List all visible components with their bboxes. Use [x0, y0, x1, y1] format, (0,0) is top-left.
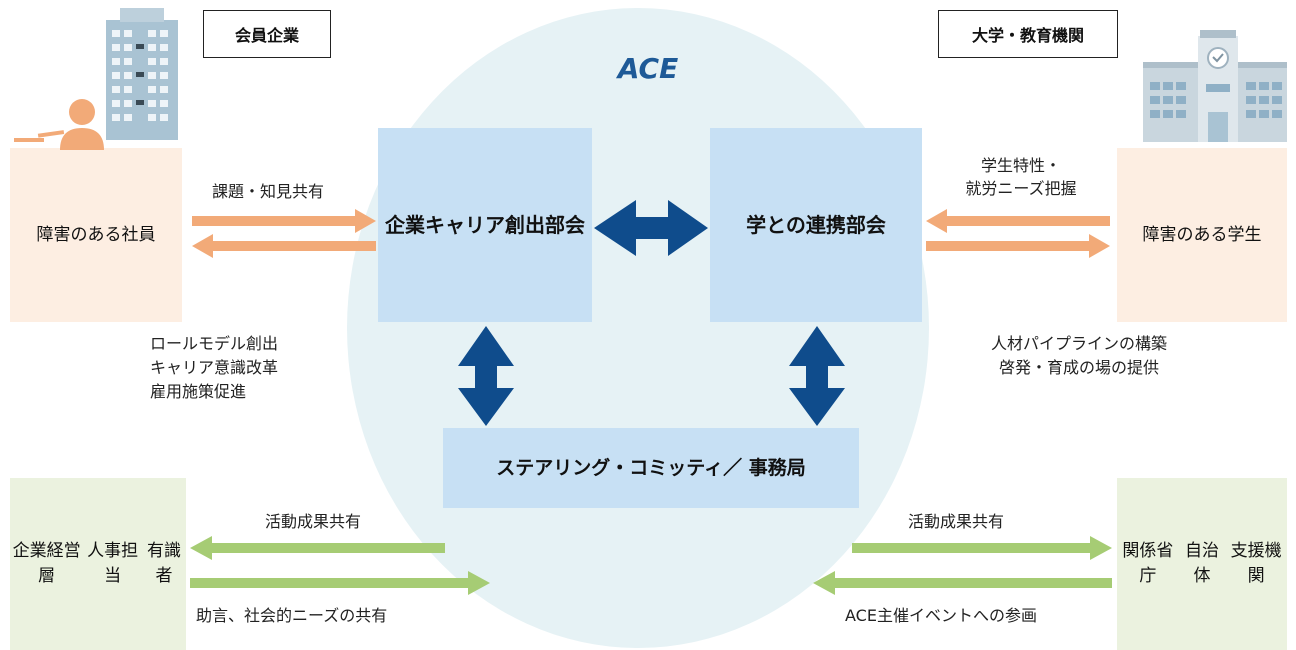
green-arrow-left-right-bottom [813, 571, 1112, 595]
universities-tag: 大学・教育機関 [938, 10, 1118, 58]
academic-outcomes-label: 人材パイプラインの構築 啓発・育成の場の提供 [964, 332, 1194, 380]
corporate-outcome-2: キャリア意識改革 [150, 358, 279, 377]
person-at-laptop-icon [14, 99, 104, 150]
employees-line1: 障害のある [36, 224, 122, 245]
event-planning-label: ACE主催イベントへの参画 [845, 606, 1037, 625]
corporate-outcomes-label: ロールモデル創出 キャリア意識改革 雇用施策促進 [150, 332, 278, 404]
executives-line2: 人事担当 [87, 541, 139, 586]
steering-committee-secretariat: ステアリング・コミッティ／ 事務局 [443, 428, 859, 508]
green-arrow-right-right-top [852, 536, 1112, 560]
member-companies-tag: 会員企業 [203, 10, 331, 58]
green-arrow-right-left-bottom [190, 571, 490, 595]
corporate-committee-line2: 部会 [545, 213, 585, 237]
academic-committee-line1: 学との連携 [746, 213, 846, 237]
employees-line2: 社員 [121, 224, 156, 245]
students-line1: 障害のある [1142, 224, 1228, 245]
orange-arrow-left-right-top [926, 209, 1110, 233]
advice-share-label: 助言、社会的ニーズの共有 [196, 606, 388, 625]
students-with-disabilities-box: 障害のある 学生 [1117, 148, 1287, 322]
employees-with-disabilities-box: 障害のある 社員 [10, 148, 182, 322]
academic-outcome-1: 人材パイプラインの構築 [990, 334, 1167, 353]
office-building-icon [106, 8, 178, 140]
student-insight-line1: 学生特性・ [980, 156, 1061, 175]
navy-double-arrow-horizontal [594, 200, 708, 256]
orange-arrow-left-left-bottom [192, 234, 376, 258]
student-insight-label: 学生特性・ 就労ニーズ把握 [942, 154, 1100, 200]
students-line2: 学生 [1227, 224, 1262, 245]
academic-collaboration-committee: 学との連携 部会 [710, 128, 922, 322]
government-line3: 支援機関 [1230, 541, 1282, 586]
navy-double-arrow-left-vertical [458, 326, 514, 426]
student-insight-line2: 就労ニーズ把握 [965, 179, 1077, 199]
results-share-left-label: 活動成果共有 [265, 512, 362, 531]
executives-box: 企業経営層 人事担当 有識者 [10, 478, 186, 650]
green-arrow-left-left-top [190, 536, 445, 560]
orange-arrow-right-left-top [192, 209, 376, 233]
orange-arrow-right-right-bottom [926, 234, 1110, 258]
executives-line1: 企業経営層 [12, 541, 81, 586]
ace-circle [347, 8, 929, 648]
results-share-right-label: 活動成果共有 [908, 512, 1005, 531]
government-line1: 関係省庁 [1122, 541, 1174, 586]
corporate-career-committee: 企業キャリア創出 部会 [378, 128, 592, 322]
ace-title: ACE [617, 52, 679, 85]
corporate-outcome-1: ロールモデル創出 [150, 334, 279, 353]
executives-line3: 有識者 [147, 541, 181, 586]
navy-double-arrow-right-vertical [789, 326, 845, 426]
school-building-icon [1143, 30, 1287, 142]
corporate-outcome-3: 雇用施策促進 [150, 382, 247, 401]
issues-share-label: 課題・知見共有 [212, 182, 325, 201]
government-line2: 自治体 [1184, 541, 1219, 586]
academic-outcome-2: 啓発・育成の場の提供 [998, 358, 1159, 377]
government-box: 関係省庁 自治体 支援機関 [1117, 478, 1287, 650]
corporate-committee-line1: 企業キャリア創出 [385, 213, 545, 237]
academic-committee-line2: 部会 [845, 213, 886, 237]
